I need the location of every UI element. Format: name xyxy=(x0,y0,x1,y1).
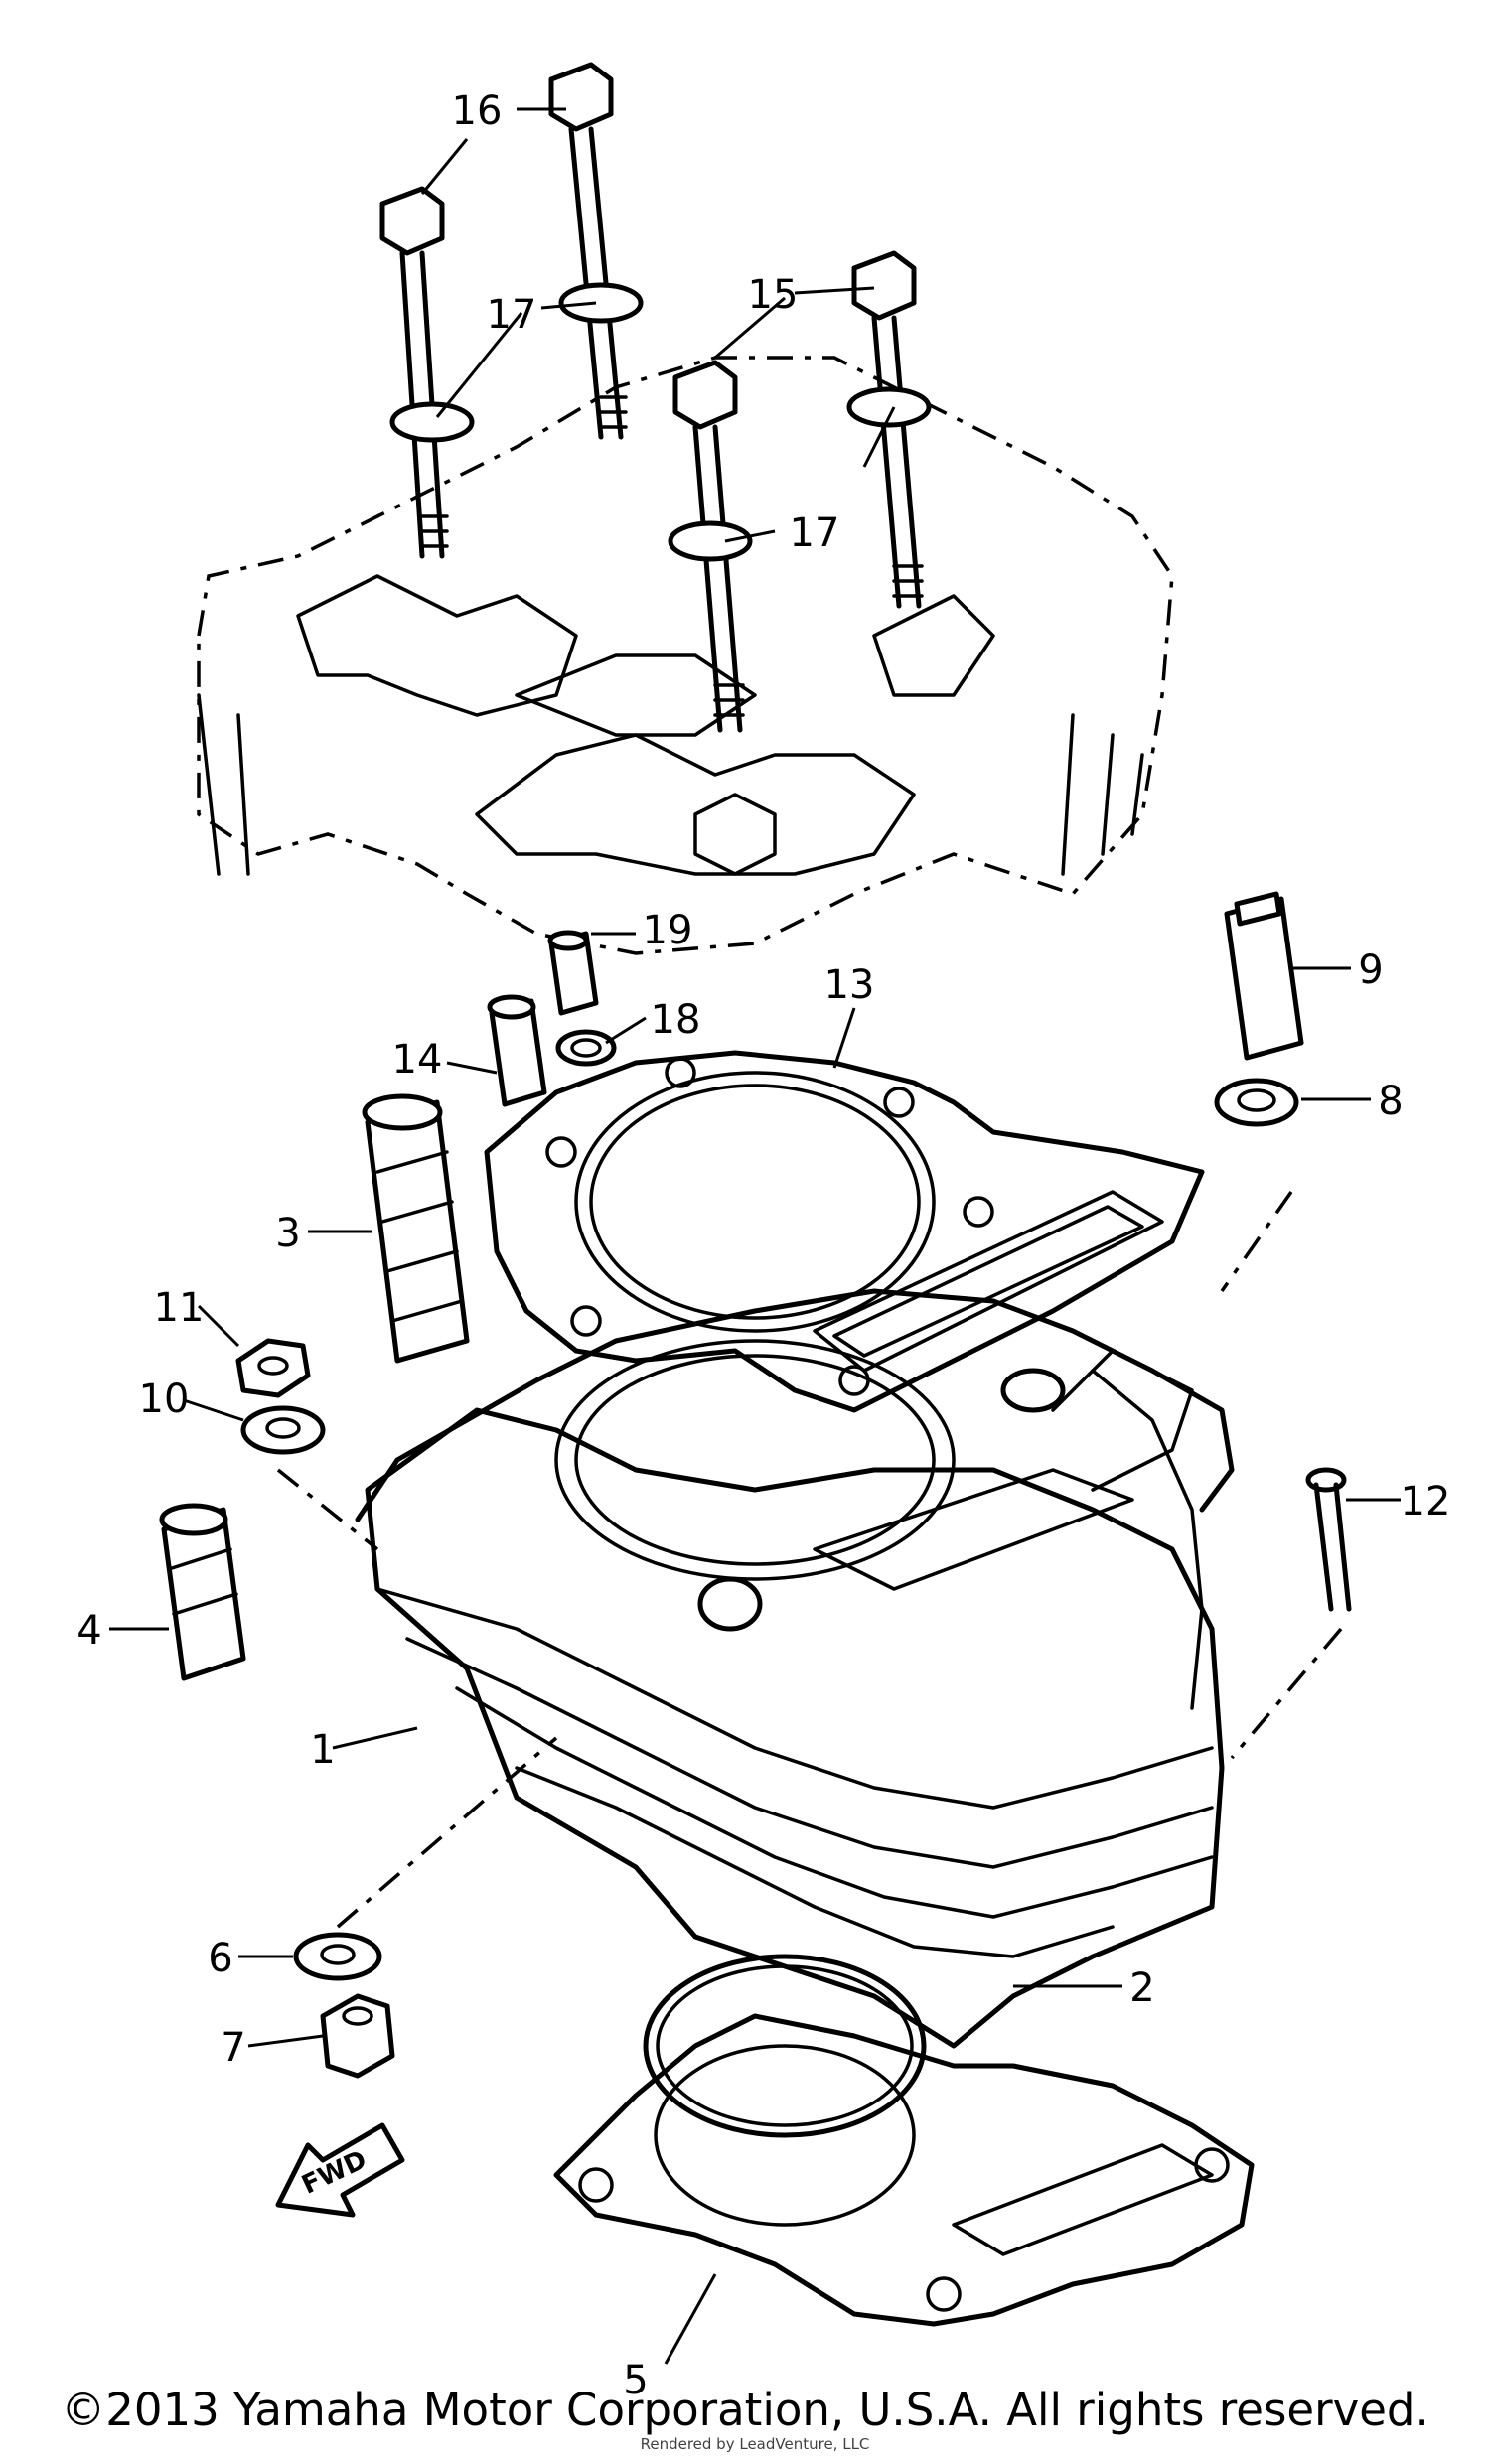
callout-7: 7 xyxy=(221,2025,245,2071)
callout-14: 14 xyxy=(392,1037,443,1083)
oring-18 xyxy=(555,1029,617,1067)
nut-7 xyxy=(320,1993,395,2079)
callout-12: 12 xyxy=(1401,1479,1451,1524)
bolt-12 xyxy=(1305,1467,1352,1612)
dowel-19 xyxy=(547,930,599,1016)
callout-labels: 16 17 15 17 19 18 13 14 9 8 3 11 10 12 4… xyxy=(76,88,1450,2403)
leader-lines xyxy=(109,107,1401,2365)
callout-13: 13 xyxy=(824,962,875,1008)
washer-6 xyxy=(293,1932,382,1981)
callout-15: 15 xyxy=(748,272,799,318)
base-gasket xyxy=(553,2013,1255,2327)
head-bolt-16-center xyxy=(548,62,644,440)
callout-18: 18 xyxy=(651,997,701,1043)
oring-8 xyxy=(1214,1078,1299,1127)
callout-4: 4 xyxy=(76,1608,101,1654)
callout-10: 10 xyxy=(139,1377,190,1422)
nut-11 xyxy=(235,1338,311,1398)
head-bolt-15-left xyxy=(668,360,753,733)
dowel-14 xyxy=(487,994,547,1107)
washer-10 xyxy=(240,1405,326,1455)
callout-11: 11 xyxy=(154,1285,205,1331)
callout-19: 19 xyxy=(643,908,693,953)
fwd-arrow-icon: FWD xyxy=(275,2122,405,2218)
head-bolt-15-right xyxy=(846,250,932,609)
chain-guide-4 xyxy=(159,1503,246,1681)
copyright-notice: ©2013 Yamaha Motor Corporation, U.S.A. A… xyxy=(61,2384,1429,2436)
cylinder-head-phantom xyxy=(197,356,1174,955)
rendered-by-note: Rendered by LeadVenture, LLC xyxy=(640,2435,870,2453)
callout-16: 16 xyxy=(452,88,503,134)
dowel-9 xyxy=(1224,891,1304,1061)
callout-3: 3 xyxy=(275,1211,300,1256)
cylinder-body xyxy=(355,1288,1235,2049)
callout-5: 5 xyxy=(623,2358,648,2403)
chain-guide-3 xyxy=(362,1093,470,1364)
callout-9: 9 xyxy=(1358,947,1383,993)
head-bolt-16-left xyxy=(379,186,475,559)
head-gasket xyxy=(484,1050,1205,1413)
callout-1: 1 xyxy=(310,1727,335,1773)
o-ring xyxy=(643,1954,927,2138)
callout-8: 8 xyxy=(1378,1079,1403,1124)
callout-6: 6 xyxy=(208,1936,232,1981)
callout-2: 2 xyxy=(1129,1965,1154,2011)
callout-17: 17 xyxy=(487,292,537,338)
callout-17: 17 xyxy=(790,510,840,556)
